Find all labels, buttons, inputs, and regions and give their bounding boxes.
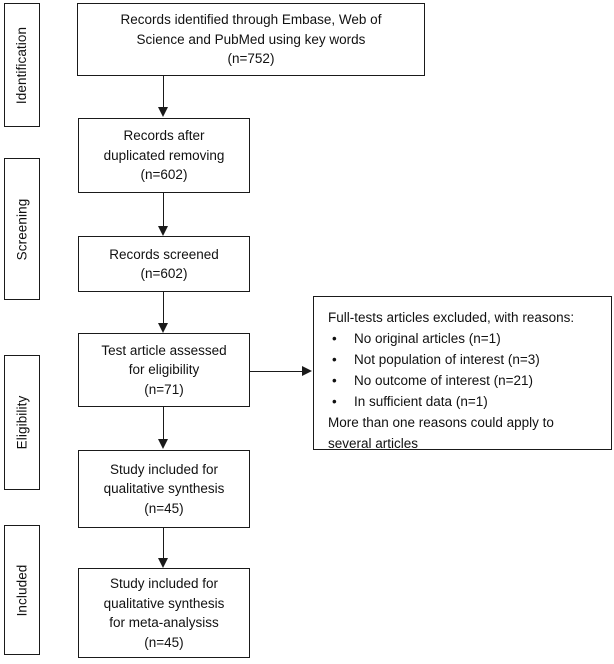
box-records-after-duplicates-line-3: (n=602) (140, 167, 188, 183)
excluded-reason-item: • In sufficient data (n=1) (328, 391, 601, 412)
excluded-reason-label: No outcome of interest (n=21) (354, 373, 533, 388)
arrowhead-eligibility-to-qualitative (158, 439, 168, 449)
connector-identified-to-deduplicated (163, 76, 164, 108)
arrowhead-deduplicated-to-screened (158, 226, 168, 236)
stage-label-eligibility-text: Eligibility (14, 395, 30, 450)
box-records-identified-line-3: (n=752) (227, 51, 275, 67)
box-records-identified-lines: Records identified through Embase, Web o… (121, 10, 382, 69)
stage-label-identification: Identification (4, 3, 40, 127)
bullet-icon: • (332, 394, 337, 409)
connector-deduplicated-to-screened (163, 193, 164, 227)
box-meta-analysis: Study included for qualitative synthesis… (78, 568, 250, 658)
box-eligibility-assessed: Test article assessed for eligibility (n… (78, 333, 250, 407)
box-records-identified: Records identified through Embase, Web o… (77, 3, 425, 76)
box-meta-analysis-line-4: (n=45) (144, 634, 184, 650)
box-records-after-duplicates-line-1: Records after (123, 128, 205, 144)
box-qualitative-synthesis-lines: Study included for qualitative synthesis… (104, 460, 225, 519)
connector-screened-to-eligibility (163, 292, 164, 325)
box-records-screened-line-2: (n=602) (140, 266, 188, 281)
box-meta-analysis-line-3: for meta-analysiss (109, 615, 219, 630)
box-qualitative-synthesis-line-3: (n=45) (144, 500, 184, 516)
excluded-reason-item: • Not population of interest (n=3) (328, 349, 601, 370)
box-records-identified-line-2: Science and PubMed using key words (136, 31, 366, 47)
bullet-icon: • (332, 352, 337, 367)
bullet-icon: • (332, 331, 337, 346)
arrowhead-qualitative-to-meta-analysis (158, 558, 168, 568)
box-meta-analysis-line-1: Study included for (109, 576, 219, 591)
excluded-reason-label: No original articles (n=1) (354, 331, 501, 346)
stage-label-included: Included (4, 525, 40, 655)
box-eligibility-assessed-line-3: (n=71) (144, 381, 184, 397)
arrowhead-screened-to-eligibility (158, 323, 168, 333)
connector-eligibility-to-qualitative (163, 407, 164, 439)
bullet-icon: • (332, 373, 337, 388)
stage-label-identification-text: Identification (14, 26, 30, 104)
box-eligibility-assessed-line-1: Test article assessed (101, 342, 227, 358)
box-meta-analysis-line-2: qualitative synthesis (103, 595, 225, 611)
stage-label-screening: Screening (4, 158, 40, 300)
arrowhead-identified-to-deduplicated (158, 107, 168, 117)
arrowhead-eligibility-to-excluded (302, 366, 312, 376)
box-records-after-duplicates: Records after duplicated removing (n=602… (78, 118, 250, 193)
excluded-footer-line-2: several articles (328, 436, 419, 451)
box-records-screened-line-1: Records screened (109, 246, 219, 262)
excluded-title: Full-tests articles excluded, with reaso… (328, 310, 575, 325)
box-records-screened: Records screened (n=602) (78, 236, 250, 292)
box-excluded-with-reasons: Full-tests articles excluded, with reaso… (313, 296, 612, 451)
box-qualitative-synthesis: Study included for qualitative synthesis… (78, 450, 250, 528)
box-records-after-duplicates-lines: Records after duplicated removing (n=602… (104, 126, 225, 185)
stage-label-eligibility: Eligibility (4, 355, 40, 490)
excluded-reason-label: Not population of interest (n=3) (354, 352, 540, 367)
excluded-footer: More than one reasons could apply to sev… (328, 412, 601, 454)
stage-label-included-text: Included (14, 564, 30, 616)
excluded-reasons-list: • No original articles (n=1) • Not popul… (328, 328, 601, 412)
excluded-reason-label: In sufficient data (n=1) (354, 394, 488, 409)
box-qualitative-synthesis-line-2: qualitative synthesis (103, 481, 225, 497)
box-records-after-duplicates-line-2: duplicated removing (103, 147, 225, 163)
box-records-identified-line-1: Records identified through Embase, Web o… (120, 12, 382, 28)
connector-qualitative-to-meta-analysis (163, 528, 164, 559)
box-eligibility-assessed-lines: Test article assessed for eligibility (n… (101, 341, 226, 400)
box-records-screened-lines: Records screened (n=602) (109, 245, 219, 284)
box-eligibility-assessed-line-2: for eligibility (128, 362, 200, 378)
connector-eligibility-to-excluded (250, 371, 303, 372)
excluded-footer-line-1: More than one reasons could apply to (328, 415, 554, 430)
box-meta-analysis-lines: Study included for qualitative synthesis… (104, 574, 225, 652)
excluded-reason-item: • No original articles (n=1) (328, 328, 601, 349)
excluded-reason-item: • No outcome of interest (n=21) (328, 370, 601, 391)
stage-label-screening-text: Screening (14, 198, 30, 260)
box-qualitative-synthesis-line-1: Study included for (109, 461, 219, 477)
